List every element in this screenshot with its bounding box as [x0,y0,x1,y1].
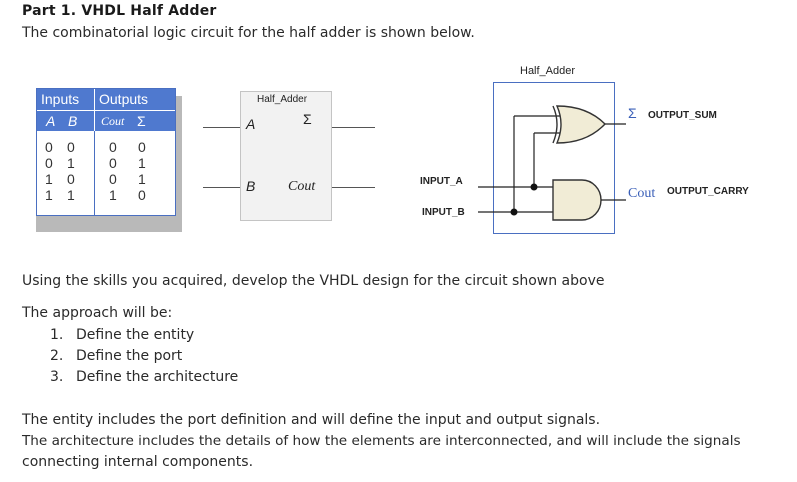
approach-heading: The approach will be: [22,305,173,321]
inputs-header: Inputs [41,91,80,107]
input-a-label: INPUT_A [420,176,463,187]
block-port-cout: Cout [288,179,316,194]
col-a-values: 0 0 1 1 [45,139,54,203]
header-divider [37,110,175,111]
intro-text: The combinatorial logic circuit for the … [22,25,475,41]
block-input-b-wire [203,187,241,188]
half-adder-schematic [493,82,615,234]
architecture-note-line2: connecting internal components. [22,454,254,470]
col-cout-header: Cout [101,114,125,128]
architecture-note-line1: The architecture includes the details of… [22,433,741,449]
junction-dot [510,208,518,216]
col-b-header: B [68,113,78,129]
step-number: 1. [50,327,64,343]
outputs-header: Outputs [99,91,149,107]
column-divider [94,89,95,131]
step-define-port: Define the port [76,348,183,364]
col-b-values: 0 1 0 1 [67,139,76,203]
half-adder-block: Half_Adder A Σ B Cout [240,91,332,221]
cout-symbol: Cout [628,186,656,201]
schematic-title: Half_Adder [520,65,576,77]
output-sum-label: OUTPUT_SUM [648,110,717,121]
column-divider [94,131,95,215]
step-define-entity: Define the entity [76,327,195,343]
block-port-b: B [246,178,256,194]
input-b-label: INPUT_B [422,207,465,218]
sum-symbol: Σ [628,105,637,121]
truth-table: Inputs Outputs A B Cout Σ 0 0 1 1 0 1 0 … [36,88,176,216]
block-output-cout-wire [331,187,375,188]
output-carry-label: OUTPUT_CARRY [667,186,749,197]
col-sum-values: 0 1 1 0 [138,139,147,203]
step-number: 3. [50,369,64,385]
block-input-a-wire [203,127,241,128]
block-port-sum: Σ [303,111,312,127]
step-number: 2. [50,348,64,364]
step-define-architecture: Define the architecture [76,369,239,385]
xor-gate-icon [555,105,606,144]
entity-note: The entity includes the port definition … [22,412,601,428]
skills-paragraph: Using the skills you acquired, develop t… [22,273,605,289]
block-output-sum-wire [331,127,375,128]
and-gate-icon [552,179,602,221]
block-port-a: A [246,116,256,132]
junction-dot [530,183,538,191]
page-title: Part 1. VHDL Half Adder [22,3,217,19]
col-sum-header: Σ [137,113,146,129]
col-a-header: A [46,113,56,129]
block-name: Half_Adder [257,94,308,105]
xor-gate-back-curve [552,105,558,144]
col-cout-values: 0 0 0 1 [109,139,118,203]
